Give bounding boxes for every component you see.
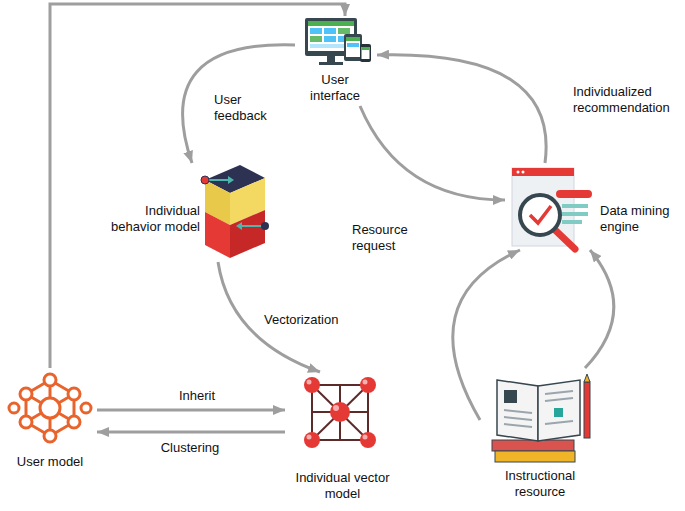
icon-node: User model	[5, 368, 97, 475]
search-icon	[512, 168, 592, 249]
icon-node: User interface	[295, 16, 377, 106]
edge-label: Clustering	[148, 440, 232, 456]
flow-arrow	[97, 409, 285, 412]
edge-label: Inherit	[160, 388, 234, 404]
edge-label: Individualized recommendation	[571, 84, 685, 116]
flow-arrow	[183, 45, 295, 163]
node-label: User interface	[295, 72, 375, 104]
flow-arrow	[377, 55, 546, 163]
icon-node: Instructional resource	[480, 368, 602, 508]
node-label: Data mining engine	[600, 203, 683, 235]
node-label: User model	[5, 454, 95, 470]
flow-arrow	[97, 431, 285, 434]
node-label: Individual vector model	[285, 470, 400, 502]
edge-label: Vectorization	[262, 312, 356, 328]
icon-node: Individual vector model	[285, 372, 402, 508]
book-icon	[492, 374, 590, 462]
grid-icon	[304, 377, 376, 448]
edge-label: User feedback	[212, 92, 278, 124]
icon-node: Individual behavior model	[100, 163, 268, 262]
edge-label: Resource request	[350, 222, 424, 254]
node-label: Instructional resource	[480, 468, 600, 500]
cube-icon	[201, 165, 269, 258]
device-icon	[305, 18, 371, 65]
node-label: Individual behavior model	[100, 203, 200, 235]
icon-node: Data mining engine	[505, 163, 685, 250]
flow-arrow	[453, 250, 520, 420]
flow-arrow	[585, 250, 614, 368]
flow-arrow	[360, 106, 505, 200]
network-icon	[9, 374, 91, 442]
